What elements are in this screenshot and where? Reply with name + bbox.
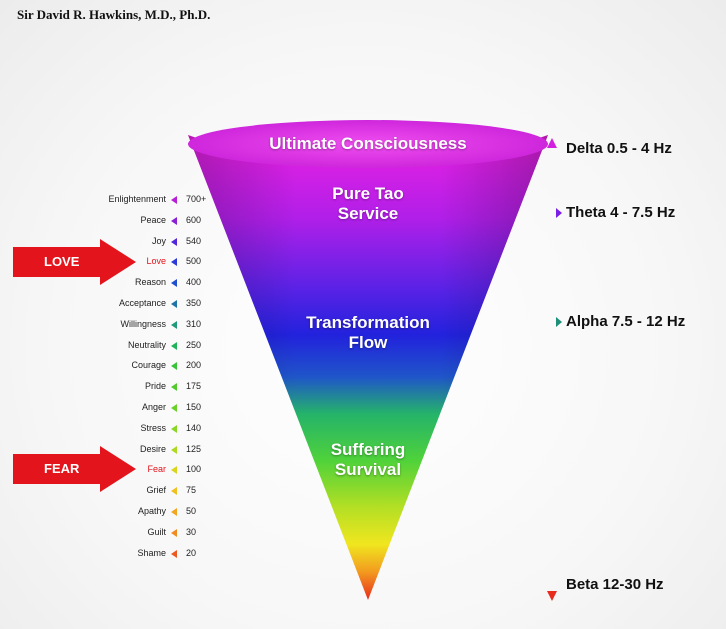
level-marker — [171, 466, 177, 474]
level-marker — [171, 487, 177, 495]
level-value: 310 — [186, 319, 201, 329]
cone-label-top: Ultimate Consciousness — [268, 134, 468, 154]
level-name-guilt: Guilt — [147, 527, 166, 537]
level-marker — [171, 529, 177, 537]
level-name-grief: Grief — [146, 485, 166, 495]
level-name-acceptance: Acceptance — [119, 298, 166, 308]
band-delta: Delta 0.5 - 4 Hz — [566, 140, 672, 157]
level-value: 600 — [186, 215, 201, 225]
cone-label-middle-line2: Flow — [268, 333, 468, 353]
level-name-peace: Peace — [140, 215, 166, 225]
cone-label-middle: Transformation Flow — [268, 313, 468, 353]
cone-label-upper-line1: Pure Tao — [268, 184, 468, 204]
level-name-willingness: Willingness — [120, 319, 166, 329]
level-marker — [171, 362, 177, 370]
band-alpha: Alpha 7.5 - 12 Hz — [566, 313, 685, 330]
level-value: 250 — [186, 340, 201, 350]
love-callout-label: LOVE — [44, 254, 79, 269]
level-name-reason: Reason — [135, 277, 166, 287]
cone-label-upper: Pure Tao Service — [268, 184, 468, 224]
level-name-love: Love — [146, 256, 166, 266]
level-marker — [171, 300, 177, 308]
level-name-stress: Stress — [140, 423, 166, 433]
level-value: 30 — [186, 527, 196, 537]
level-marker — [171, 550, 177, 558]
level-value: 200 — [186, 360, 201, 370]
level-name-joy: Joy — [152, 236, 166, 246]
cone-label-lower-line2: Survival — [268, 460, 468, 480]
level-marker — [171, 279, 177, 287]
level-marker — [171, 217, 177, 225]
level-name-fear: Fear — [147, 464, 166, 474]
theta-marker — [556, 208, 562, 218]
level-name-enlightenment: Enlightenment — [108, 194, 166, 204]
level-marker — [171, 342, 177, 350]
level-name-desire: Desire — [140, 444, 166, 454]
level-value: 400 — [186, 277, 201, 287]
level-marker — [171, 404, 177, 412]
level-value: 50 — [186, 506, 196, 516]
level-name-neutrality: Neutrality — [128, 340, 166, 350]
band-beta: Beta 12-30 Hz — [566, 576, 664, 593]
level-value: 150 — [186, 402, 201, 412]
frequency-top-arrowhead — [547, 138, 557, 148]
level-marker — [171, 196, 177, 204]
level-name-pride: Pride — [145, 381, 166, 391]
level-value: 175 — [186, 381, 201, 391]
level-marker — [171, 446, 177, 454]
cone-label-lower: Suffering Survival — [268, 440, 468, 480]
fear-callout-label: FEAR — [44, 461, 79, 476]
level-name-apathy: Apathy — [138, 506, 166, 516]
level-value: 540 — [186, 236, 201, 246]
level-marker — [171, 508, 177, 516]
level-marker — [171, 425, 177, 433]
level-value: 350 — [186, 298, 201, 308]
level-value: 75 — [186, 485, 196, 495]
cone-label-lower-line1: Suffering — [268, 440, 468, 460]
level-marker — [171, 258, 177, 266]
level-value: 700+ — [186, 194, 206, 204]
level-value: 100 — [186, 464, 201, 474]
band-theta: Theta 4 - 7.5 Hz — [566, 204, 675, 221]
frequency-bottom-arrowhead — [547, 591, 557, 601]
cone-label-upper-line2: Service — [268, 204, 468, 224]
level-marker — [171, 383, 177, 391]
level-marker — [171, 321, 177, 329]
cone-label-middle-line1: Transformation — [268, 313, 468, 333]
level-value: 500 — [186, 256, 201, 266]
level-value: 20 — [186, 548, 196, 558]
level-name-shame: Shame — [137, 548, 166, 558]
level-value: 140 — [186, 423, 201, 433]
alpha-marker — [556, 317, 562, 327]
level-value: 125 — [186, 444, 201, 454]
level-name-courage: Courage — [131, 360, 166, 370]
level-marker — [171, 238, 177, 246]
level-name-anger: Anger — [142, 402, 166, 412]
